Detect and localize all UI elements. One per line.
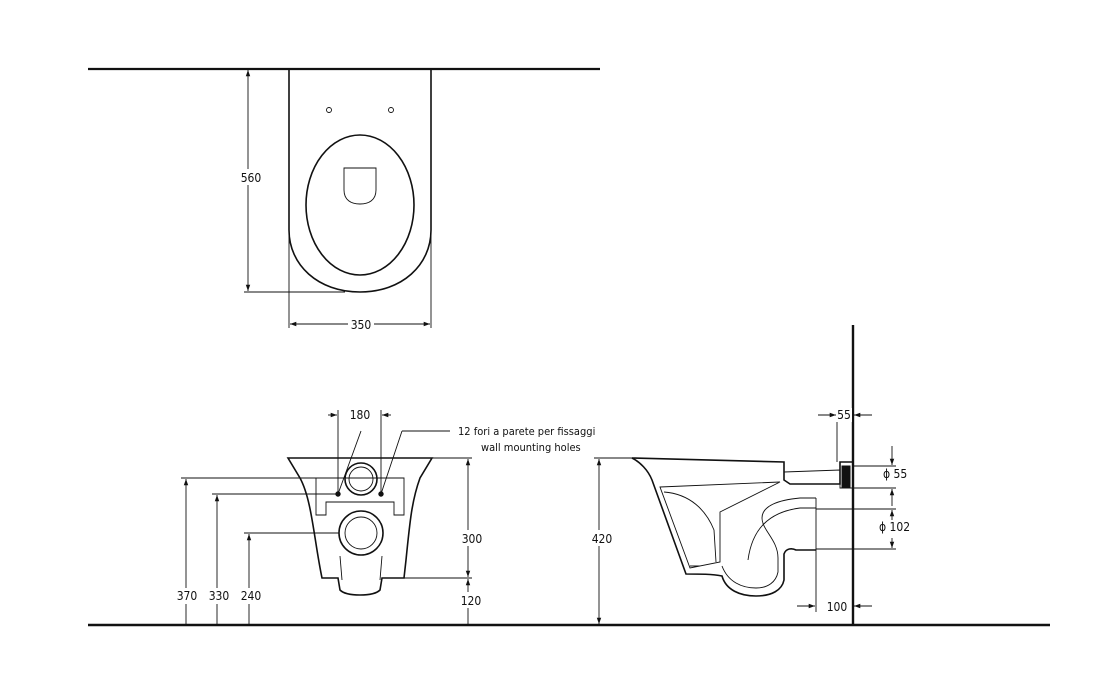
front-outline — [286, 457, 434, 596]
plan-view: 560 350 — [88, 67, 600, 332]
note-leader-2 — [380, 430, 403, 495]
dim-55-label: 55 — [837, 408, 851, 422]
dim-phi102-label: ϕ 102 — [879, 520, 910, 534]
front-inlet-inner — [348, 466, 374, 492]
side-bowl-inner-2 — [663, 491, 717, 567]
side-bowl-inner — [659, 481, 781, 569]
dim-phi55-label: ϕ 55 — [883, 467, 907, 481]
side-inlet-spigot — [841, 465, 851, 489]
front-inlet-outer — [344, 462, 378, 496]
plan-seat-hole-left — [326, 107, 332, 113]
side-view: 55 ϕ 55 ϕ 102 100 420 — [587, 325, 910, 626]
dim-300-label: 300 — [462, 532, 483, 546]
dim-330-label: 330 — [209, 589, 230, 603]
side-trap — [721, 497, 816, 589]
side-outline — [631, 457, 816, 597]
front-back-plate — [315, 477, 405, 516]
front-outlet-inner — [344, 516, 378, 550]
dim-370-label: 370 — [177, 589, 198, 603]
front-view: 12 fori a parete per fissaggi wall mount… — [174, 408, 595, 624]
dim-350-label: 350 — [351, 318, 372, 332]
front-outlet-outer — [338, 510, 384, 556]
dim-560-label: 560 — [241, 171, 262, 185]
dim-180-label: 180 — [350, 408, 371, 422]
dim-420-label: 420 — [592, 532, 613, 546]
side-trap-inner — [747, 507, 816, 561]
note-italian: 12 fori a parete per fissaggi — [458, 425, 595, 438]
note-english: wall mounting holes — [481, 441, 581, 454]
plan-drain — [343, 167, 377, 205]
dim-120-label: 120 — [461, 594, 482, 608]
note-leader-1 — [337, 430, 362, 495]
plan-bowl-outline — [288, 70, 432, 293]
dim-100-label: 100 — [827, 600, 848, 614]
side-rim — [631, 457, 852, 485]
front-waist — [339, 555, 383, 581]
dim-240-label: 240 — [241, 589, 262, 603]
plan-inner-rim — [305, 134, 415, 276]
plan-seat-hole-right — [388, 107, 394, 113]
